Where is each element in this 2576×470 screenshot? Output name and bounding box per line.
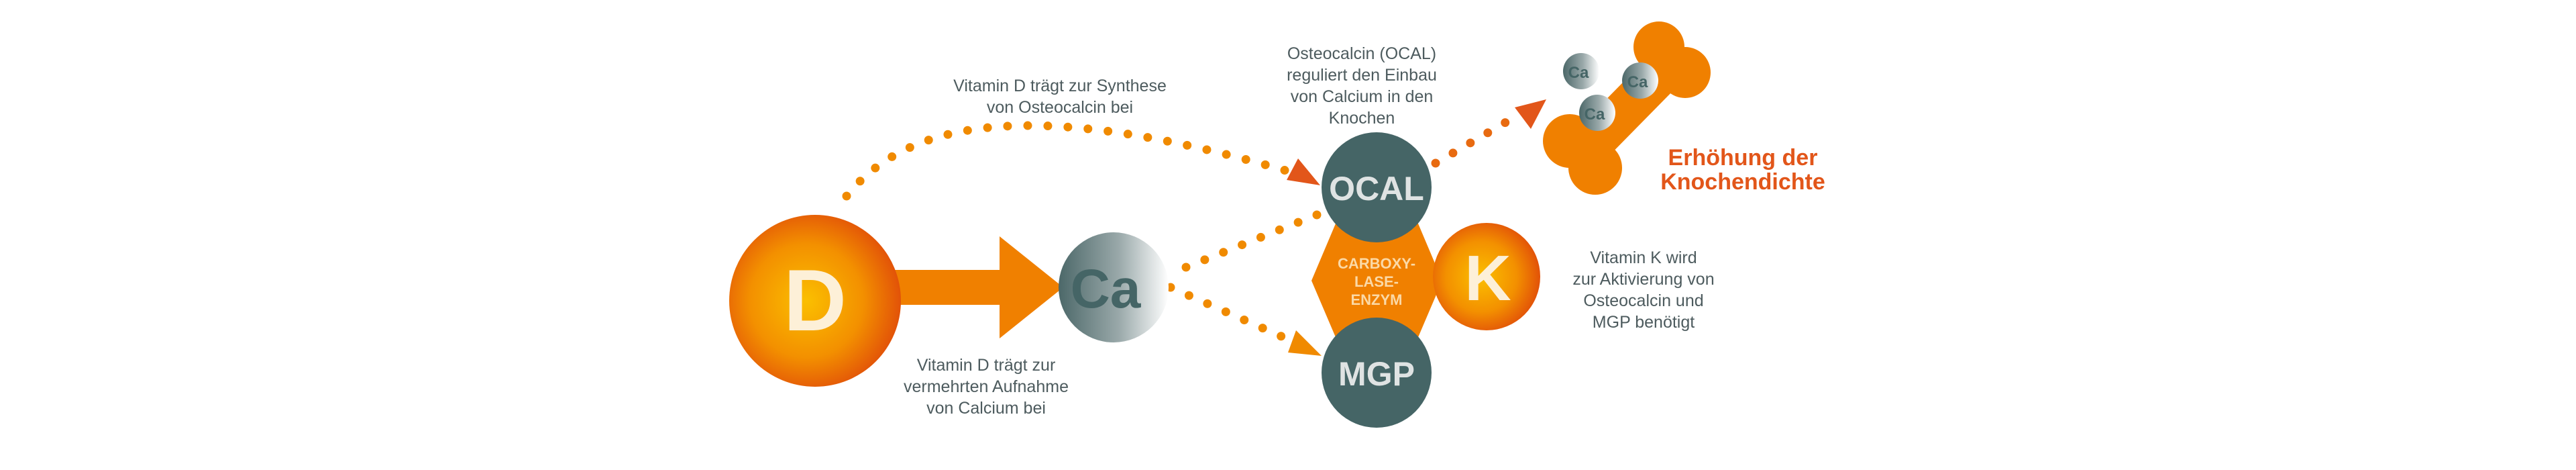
arrow-d-to-calcium [892,236,1063,338]
label-line: MGP benötigt [1593,313,1695,332]
label-line: Vitamin D trägt zur Synthese [953,77,1167,95]
label-line: von Calcium bei [926,399,1046,418]
synthesis-label: Vitamin D trägt zur Synthese von Osteoca… [953,77,1167,117]
dotted-path-d-to-ocal [842,121,1293,201]
carboxylase-enzyme-node: CARBOXY- LASE- ENZYM [1311,201,1442,359]
label-line: Knochen [1329,109,1395,128]
label-line: zur Aktivierung von [1572,270,1714,289]
ocal-label: OCAL [1329,170,1424,207]
label-line: von Calcium in den [1291,87,1434,106]
calcium-particle-label: Ca [1585,105,1605,124]
calcium-particle-label: Ca [1568,64,1589,82]
calcium-particle-label: Ca [1627,73,1648,91]
enzyme-label-line: ENZYM [1351,291,1403,308]
vitamin-d-node: D [729,215,901,387]
ocal-description-label: Osteocalcin (OCAL) reguliert den Einbau … [1287,44,1437,128]
calcium-label: Ca [1071,258,1142,320]
label-line: Osteocalcin (OCAL) [1287,44,1436,63]
mgp-node: MGP [1322,318,1432,428]
dotted-path-ca-to-mgp [1166,283,1303,348]
absorption-label: Vitamin D trägt zur vermehrten Aufnahme … [904,356,1069,418]
enzyme-label-line: CARBOXY- [1338,255,1415,272]
arrowhead-to-mgp [1288,330,1322,356]
vitamin-k-description-label: Vitamin K wird zur Aktivierung von Osteo… [1572,248,1714,332]
label-line: reguliert den Einbau [1287,66,1437,85]
arrowhead-to-ocal [1287,158,1320,185]
label-line: Vitamin D trägt zur [917,356,1056,375]
label-line: vermehrten Aufnahme [904,377,1069,396]
arrowhead-to-bone [1515,99,1546,129]
vitamin-k-node: K [1433,223,1540,330]
label-line: Osteocalcin und [1583,291,1703,310]
dotted-path-ocal-to-bone [1431,111,1522,168]
label-line: von Osteocalcin bei [987,98,1133,117]
bone-calcium-particles: Ca Ca Ca [1563,53,1658,131]
mgp-label: MGP [1338,355,1415,393]
bone-icon [1543,21,1711,195]
bone-density-result-label: Erhöhung der Knochendichte [1660,145,1825,195]
calcium-node: Ca [1059,232,1169,342]
label-line: Vitamin K wird [1590,248,1697,267]
label-line: Knochendichte [1660,169,1825,195]
dotted-path-ca-to-ocal [1181,206,1332,272]
ocal-node: OCAL [1322,132,1432,242]
enzyme-label-line: LASE- [1354,273,1399,290]
vitamin-d-label: D [784,251,847,349]
vitamin-k-label: K [1464,242,1511,314]
label-line: Erhöhung der [1668,145,1818,171]
